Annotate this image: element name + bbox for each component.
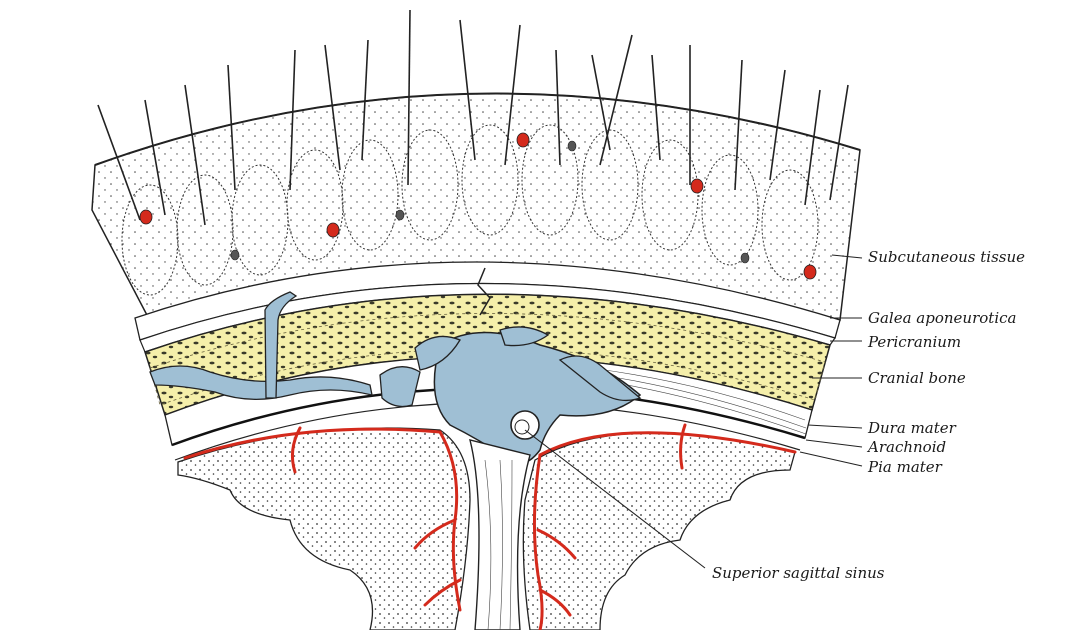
label-pia-mater: Pia mater — [867, 458, 943, 476]
falx-cerebri — [469, 439, 531, 630]
label-galea-aponeurotica: Galea aponeurotica — [868, 309, 1016, 327]
sagittal-suture — [477, 267, 491, 316]
leader-lines — [524, 254, 863, 569]
falx-fibers — [484, 459, 513, 630]
label-cranial-bone: Cranial bone — [868, 369, 966, 387]
scalp-vessels — [139, 132, 817, 280]
label-superior-sagittal-sinus: Superior sagittal sinus — [712, 564, 885, 582]
cortical-arteries — [183, 423, 797, 630]
arachnoid-granulation-inner — [514, 419, 530, 435]
hair-follicles — [121, 124, 819, 296]
label-pericranium: Pericranium — [867, 333, 961, 351]
left-cerebral-hemisphere — [177, 427, 471, 630]
venous-lacunae — [379, 326, 642, 408]
arachnoid-granulation — [510, 410, 540, 440]
label-arachnoid: Arachnoid — [866, 438, 946, 456]
label-dura-mater: Dura mater — [867, 419, 957, 437]
skin-surface-line — [94, 92, 861, 166]
emissary-vein — [149, 365, 373, 400]
diploic-vein — [264, 291, 298, 399]
label-subcutaneous-tissue: Subcutaneous tissue — [868, 248, 1025, 266]
hair-shafts — [97, 9, 849, 226]
dura-fibers — [589, 367, 807, 435]
right-cerebral-hemisphere — [522, 432, 796, 630]
cranial-bone-inner-table — [149, 313, 826, 406]
scalp-veins — [230, 140, 750, 264]
